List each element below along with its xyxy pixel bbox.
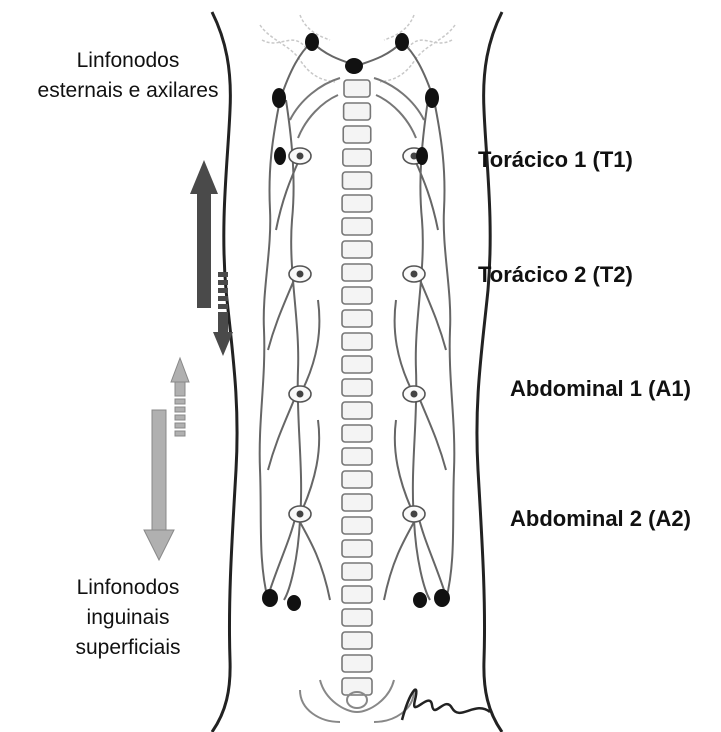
region-label-a1: Abdominal 1 (A1) xyxy=(510,376,691,402)
teat-center xyxy=(297,153,304,160)
teat-center xyxy=(411,271,418,278)
region-label-t1: Torácico 1 (T1) xyxy=(478,147,633,173)
left-axillary-node xyxy=(272,88,286,108)
left-t1-node xyxy=(274,147,286,165)
vertebra xyxy=(342,632,372,649)
axillary-nodes-label-line1: Linfonodos xyxy=(28,46,228,76)
vertebra xyxy=(342,471,372,488)
vertebra xyxy=(342,287,372,304)
vertebra xyxy=(342,494,372,511)
vertebra xyxy=(344,80,370,97)
inguinal-nodes-label-line1: Linfonodos xyxy=(48,573,208,603)
left-inguinal-node-2 xyxy=(287,595,301,611)
signature-mark xyxy=(402,690,490,720)
vertebra xyxy=(343,126,371,143)
spine xyxy=(342,80,372,695)
arrow-up-dark xyxy=(190,160,218,308)
teat-center xyxy=(411,511,418,518)
region-label-a2: Abdominal 2 (A2) xyxy=(510,506,691,532)
teat-center xyxy=(411,391,418,398)
right-t1-node xyxy=(416,147,428,165)
vertebra xyxy=(342,218,372,235)
vertebra xyxy=(342,425,372,442)
vertebra xyxy=(342,402,372,419)
right-lymph-chain xyxy=(384,100,454,600)
left-shoulder-node xyxy=(305,33,319,51)
vertebra xyxy=(342,517,372,534)
vertebra xyxy=(342,333,372,350)
axillary-nodes-label-line2: esternais e axilares xyxy=(28,76,228,106)
vertebra xyxy=(342,540,372,557)
vertebra xyxy=(342,586,372,603)
vertebra xyxy=(342,310,372,327)
teat-center xyxy=(297,391,304,398)
teat-center xyxy=(297,511,304,518)
sternal-node xyxy=(345,58,363,74)
vertebra xyxy=(342,264,372,281)
inguinal-nodes-label: Linfonodos inguinais superficiais xyxy=(48,573,208,663)
vertebra xyxy=(342,356,372,373)
vertebra xyxy=(342,172,371,189)
region-label-t2: Torácico 2 (T2) xyxy=(478,262,633,288)
vertebra xyxy=(342,448,372,465)
vertebra xyxy=(343,149,371,166)
vertebra xyxy=(342,241,372,258)
vertebra xyxy=(342,609,372,626)
right-shoulder-node xyxy=(395,33,409,51)
arrow-down-light xyxy=(144,410,174,560)
teat-center xyxy=(297,271,304,278)
axillary-nodes-label: Linfonodos esternais e axilares xyxy=(28,46,228,106)
left-lymph-chain xyxy=(260,100,330,600)
right-inguinal-node-1 xyxy=(413,592,427,608)
right-inguinal-node-2 xyxy=(434,589,450,607)
inguinal-nodes-label-line3: superficiais xyxy=(48,633,208,663)
right-axillary-node xyxy=(425,88,439,108)
vertebra xyxy=(342,563,372,580)
left-inguinal-node-1 xyxy=(262,589,278,607)
inguinal-nodes-label-line2: inguinais xyxy=(48,603,208,633)
vertebra xyxy=(342,195,372,212)
arrow-up-light-dashed xyxy=(171,358,189,436)
vertebra xyxy=(342,655,372,672)
vertebra xyxy=(344,103,371,120)
vertebra xyxy=(342,379,372,396)
